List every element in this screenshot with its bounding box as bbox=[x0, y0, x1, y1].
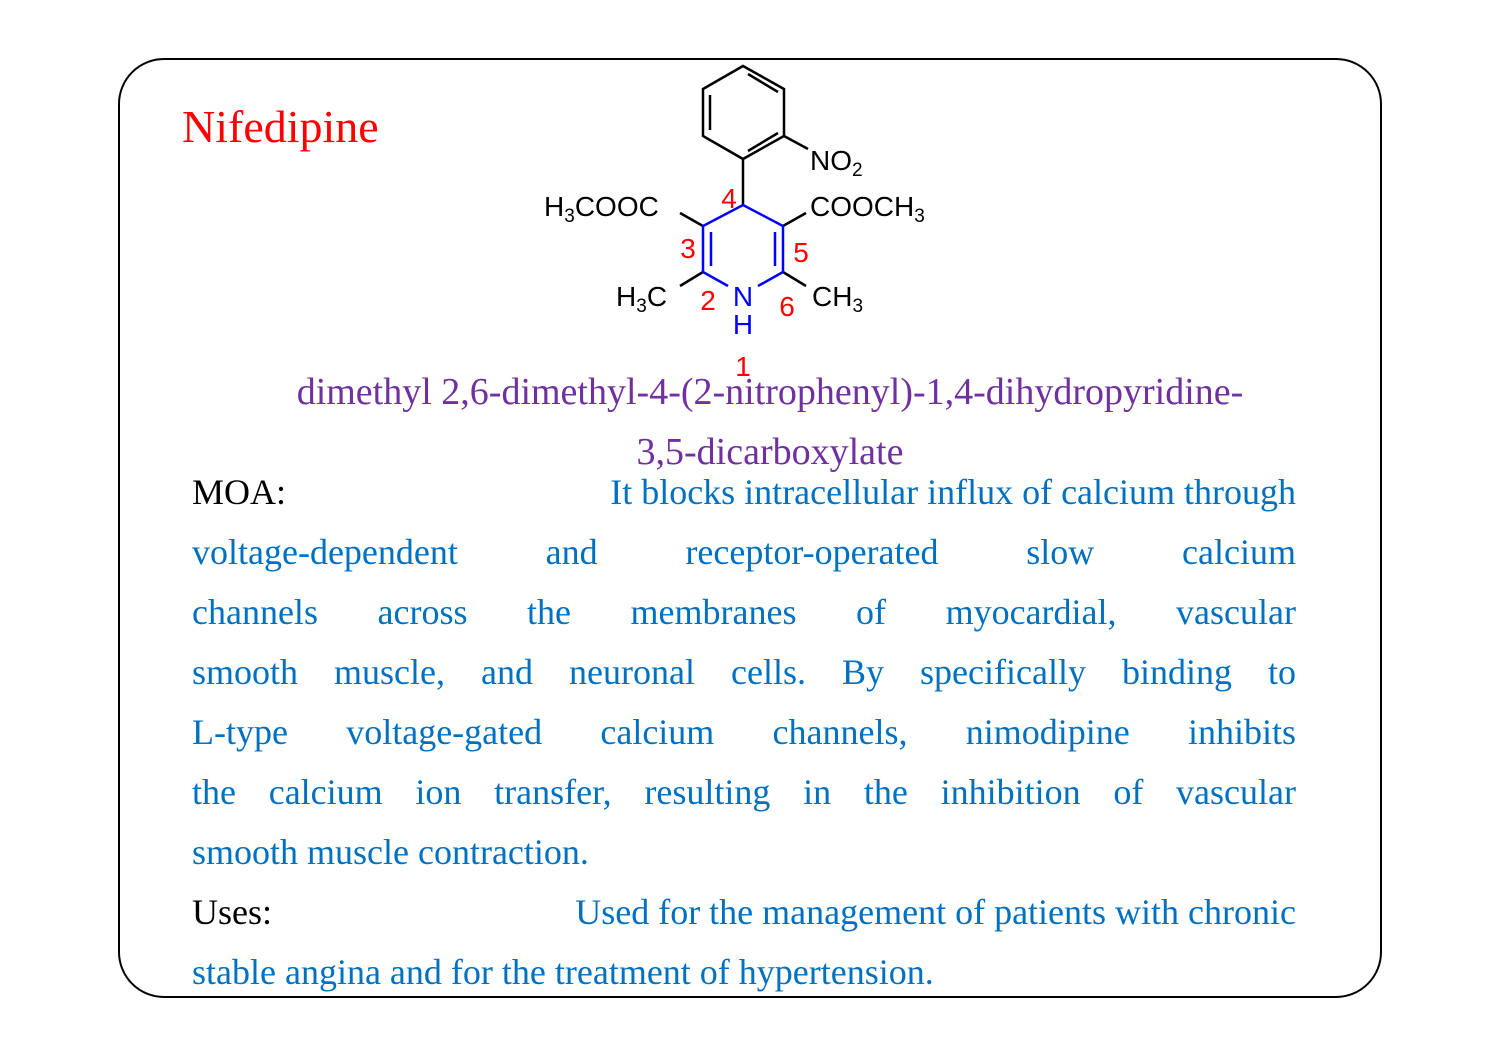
nitro-label: NO2 bbox=[810, 145, 863, 181]
left-ester-label: H3COOC bbox=[544, 191, 659, 227]
moa-line: channels across the membranes of myocard… bbox=[192, 592, 1296, 632]
drug-title: Nifedipine bbox=[182, 101, 379, 152]
position-6: 6 bbox=[779, 291, 795, 322]
moa-line: smooth muscle, and neuronal cells. By sp… bbox=[192, 652, 1296, 692]
nitrogen-label: N bbox=[733, 281, 753, 312]
hydrogen-label: H bbox=[733, 309, 753, 340]
description: MOA: It blocks intracellular influx of c… bbox=[192, 462, 1296, 1002]
moa-line: the calcium ion transfer, resulting in t… bbox=[192, 772, 1296, 812]
right-ester-label: COOCH3 bbox=[810, 191, 925, 227]
uses-text: Used for the management of patients with… bbox=[575, 892, 1296, 932]
dihydropyridine-ring bbox=[701, 203, 785, 288]
moa-label: MOA: bbox=[192, 472, 287, 512]
right-methyl-label: CH3 bbox=[812, 281, 863, 317]
benzene-ring bbox=[679, 64, 809, 288]
moa-line: voltage-dependent and receptor-operated … bbox=[192, 532, 1296, 572]
uses-line: stable angina and for the treatment of h… bbox=[192, 952, 934, 992]
position-4: 4 bbox=[721, 183, 737, 214]
slide-frame bbox=[118, 58, 1382, 998]
uses-line: Uses: Used for the management of patient… bbox=[192, 882, 1296, 942]
iupac-name-line-1: dimethyl 2,6-dimethyl-4-(2-nitrophenyl)-… bbox=[296, 371, 1244, 413]
left-methyl-label: H3C bbox=[616, 281, 667, 317]
chemical-structure: NO2 H3COOC COOCH3 H3C CH3 N H 1 2 3 4 5 … bbox=[544, 64, 925, 382]
position-3: 3 bbox=[680, 233, 696, 264]
uses-label: Uses: bbox=[192, 892, 272, 932]
moa-text: It blocks intracellular influx of calciu… bbox=[610, 472, 1296, 512]
moa-line: L-type voltage-gated calcium channels, n… bbox=[192, 712, 1296, 752]
position-1: 1 bbox=[735, 351, 751, 382]
moa-line: MOA: It blocks intracellular influx of c… bbox=[192, 462, 1296, 522]
moa-line: smooth muscle contraction. bbox=[192, 832, 589, 872]
iupac-name-line-2: 3,5-dicarboxylate bbox=[636, 431, 904, 473]
position-5: 5 bbox=[793, 237, 809, 268]
position-2: 2 bbox=[700, 285, 716, 316]
